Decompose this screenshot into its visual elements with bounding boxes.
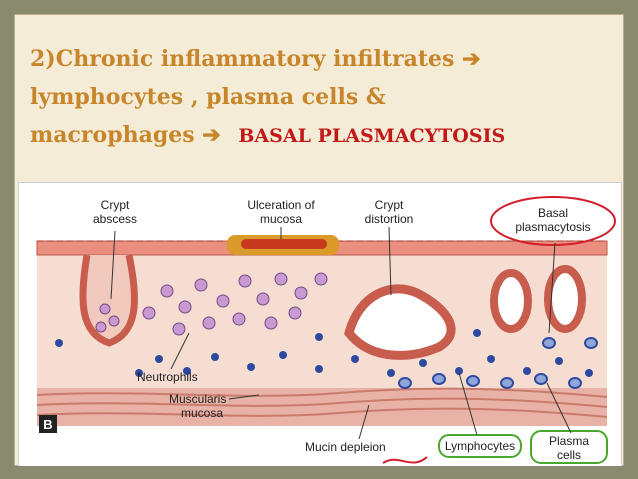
slide-heading: 2)Chronic inflammatory infiltrates ➔ lym… bbox=[30, 40, 620, 155]
heading-line-2-text: lymphocytes , plasma cells & bbox=[30, 84, 386, 110]
label-plasma-1: Plasma bbox=[549, 434, 589, 448]
heading-line-1-text: 2)Chronic inflammatory infiltrates ➔ bbox=[30, 46, 481, 72]
heading-line-3-text: macrophages ➔ bbox=[30, 122, 221, 148]
label-lymphocytes: Lymphocytes bbox=[445, 439, 515, 453]
heading-line-2: lymphocytes , plasma cells & bbox=[30, 78, 620, 116]
basal-plasmacytosis-emphasis: BASAL PLASMACYTOSIS bbox=[238, 125, 506, 147]
lymphocytes-highlight bbox=[438, 434, 522, 458]
label-basal-plasmacytosis-1: Basal bbox=[538, 206, 568, 220]
histology-diagram: Crypt abscess Ulceration of mucosa Crypt… bbox=[18, 182, 622, 466]
label-muscularis-1: Muscularis bbox=[169, 392, 226, 406]
heading-line-3: macrophages ➔ BASAL PLASMACYTOSIS bbox=[30, 116, 620, 155]
label-crypt-distortion-2: distortion bbox=[365, 212, 414, 226]
neutrophil-cells bbox=[142, 272, 328, 336]
crypt-abscess bbox=[79, 254, 138, 347]
basal-plasmacytosis-highlight bbox=[490, 196, 616, 246]
label-neutrophils: Neutrophils bbox=[137, 370, 198, 384]
plasma-cells-highlight bbox=[530, 430, 608, 464]
label-plasma-2: cells bbox=[557, 448, 581, 462]
slide: 2)Chronic inflammatory infiltrates ➔ lym… bbox=[14, 14, 624, 466]
distorted-crypt bbox=[344, 284, 456, 360]
label-ulceration-2: mucosa bbox=[260, 212, 302, 226]
muscularis-mucosa-layer bbox=[36, 387, 608, 426]
label-basal-plasmacytosis-2: plasmacytosis bbox=[515, 220, 590, 234]
label-mucin-depletion: Mucin depleion bbox=[305, 440, 386, 454]
panel-letter: B bbox=[43, 417, 52, 432]
panel-letter-box bbox=[39, 415, 57, 433]
label-ulceration-1: Ulceration of bbox=[247, 198, 315, 212]
histology-svg: Crypt abscess Ulceration of mucosa Crypt… bbox=[36, 196, 616, 464]
leader-lines bbox=[110, 226, 572, 440]
label-crypt-abscess-1: Crypt bbox=[101, 198, 130, 212]
label-crypt-distortion-1: Crypt bbox=[375, 198, 404, 212]
plasma-cells bbox=[398, 337, 598, 389]
label-muscularis-2: mucosa bbox=[181, 406, 223, 420]
ulceration bbox=[227, 235, 339, 255]
red-scribble bbox=[382, 456, 428, 464]
right-crypts bbox=[490, 265, 586, 333]
label-crypt-abscess-2: abscess bbox=[93, 212, 137, 226]
heading-line-1: 2)Chronic inflammatory infiltrates ➔ bbox=[30, 40, 620, 78]
lymphocyte-cells bbox=[55, 329, 593, 377]
